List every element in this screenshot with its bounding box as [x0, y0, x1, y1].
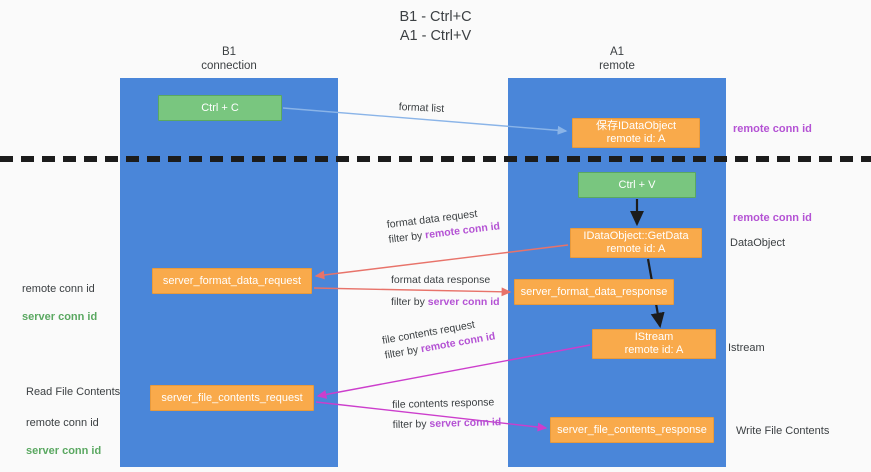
label-left-server-conn-id-2: server conn id [26, 445, 102, 457]
lane-title-b1: B1 connection [201, 46, 257, 72]
edge-label-format-data-request: format data request filter by remote con… [386, 204, 501, 247]
node-ctrl-v[interactable]: Ctrl + V [578, 172, 696, 198]
edge-label-file-contents-response-line1: file contents response [392, 396, 495, 411]
node-server-format-data-request[interactable]: server_format_data_request [152, 268, 312, 294]
label-left-server-conn-id: server conn id [22, 311, 98, 323]
edge-label-format-data-response: format data response filter by server co… [391, 273, 500, 310]
node-server-file-contents-request[interactable]: server_file_contents_request [150, 385, 314, 411]
lane-title-a1: A1 remote [599, 46, 635, 72]
label-dataobject: DataObject [730, 237, 786, 249]
label-left-conn-ids-bottom: remote conn id server conn id [26, 402, 101, 472]
edge-label-format-data-response-line1: format data response [391, 274, 491, 286]
node-istream[interactable]: IStream remote id: A [592, 329, 716, 359]
edge-label-file-contents-response: file contents response filter by server … [392, 395, 501, 433]
label-remote-conn-id-mid: remote conn id [733, 212, 812, 224]
page-title: B1 - Ctrl+C A1 - Ctrl+V [399, 9, 472, 44]
node-server-format-data-response[interactable]: server_format_data_response [514, 279, 674, 305]
edge-label-file-contents-response-line2: filter by server conn id [392, 416, 502, 431]
node-idataobject-getdata[interactable]: IDataObject::GetData remote id: A [570, 228, 702, 258]
node-server-file-contents-response[interactable]: server_file_contents_response [550, 417, 714, 443]
label-left-remote-conn-id-2: remote conn id [26, 417, 99, 429]
label-istream: Istream [728, 342, 765, 354]
label-left-conn-ids-top: remote conn id server conn id [22, 268, 97, 338]
edge-label-format-data-response-line2: filter by server conn id [391, 296, 500, 308]
edge-label-file-contents-request: file contents request filter by remote c… [381, 315, 497, 364]
node-save-idataobject[interactable]: 保存IDataObject remote id: A [572, 118, 700, 148]
phase-divider [0, 156, 871, 162]
label-remote-conn-id-top: remote conn id [733, 123, 812, 135]
label-write-file-contents: Write File Contents [736, 425, 830, 437]
edge-label-format-list: format list [398, 100, 445, 115]
label-read-file-contents: Read File Contents [26, 386, 121, 398]
node-ctrl-c[interactable]: Ctrl + C [158, 95, 282, 121]
label-left-remote-conn-id: remote conn id [22, 283, 95, 295]
